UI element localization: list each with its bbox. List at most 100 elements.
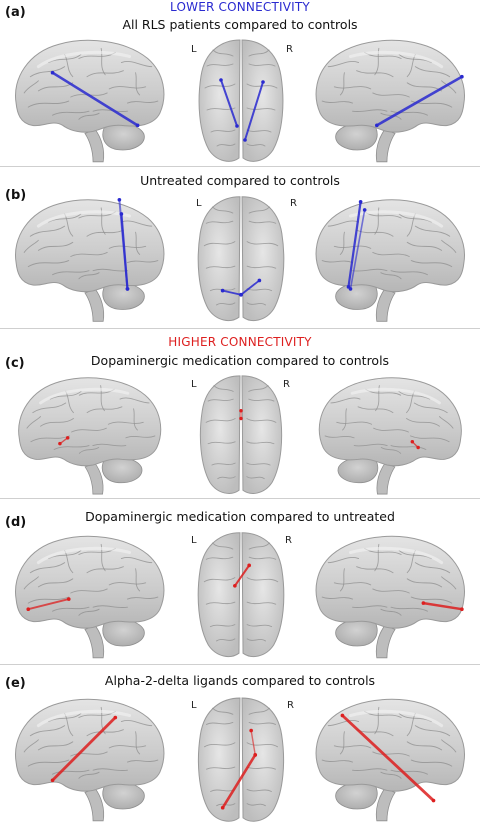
connectivity-edge — [233, 564, 251, 587]
brain-render — [197, 697, 285, 822]
connectivity-node — [247, 563, 252, 568]
cerebrum — [315, 698, 466, 792]
hemisphere — [197, 697, 241, 822]
connectivity-node — [235, 124, 239, 128]
sulcus — [246, 302, 266, 306]
cerebellum — [102, 282, 145, 310]
sulcus — [441, 739, 457, 753]
brain-render — [197, 532, 285, 658]
sulcus — [133, 408, 138, 431]
sulcus — [70, 751, 108, 757]
connectivity-node — [58, 441, 62, 446]
sulcus — [342, 408, 347, 431]
brain-render — [315, 39, 466, 163]
connectivity-node — [249, 728, 253, 733]
sulcus — [327, 720, 360, 727]
connectivity-edge — [349, 209, 366, 290]
connectivity-node — [119, 212, 124, 216]
sulcus — [321, 759, 353, 763]
sulcus — [27, 759, 70, 767]
cerebrum — [18, 377, 162, 467]
sulcus — [205, 556, 234, 560]
connectivity-node — [233, 583, 237, 588]
connectivity-edge — [221, 753, 257, 810]
cerebellum — [335, 123, 378, 151]
cerebellum — [335, 282, 378, 310]
sulcus — [246, 803, 266, 807]
sulcus — [248, 385, 269, 392]
sulcus — [211, 206, 234, 214]
sulcus — [29, 725, 66, 737]
sulcus — [439, 416, 454, 429]
sulcus — [339, 568, 345, 592]
sulcus — [92, 443, 127, 447]
sulcus — [333, 245, 372, 249]
sulcus — [352, 605, 388, 609]
sulcus — [212, 49, 234, 57]
sulcus — [92, 109, 128, 113]
panel-title-a: All RLS patients compared to controls — [122, 17, 358, 32]
sulcus — [380, 447, 402, 454]
sulcus — [441, 576, 457, 590]
brainstem — [375, 128, 396, 163]
sulcus — [246, 143, 266, 147]
connectivity-node — [239, 292, 243, 297]
left-marker: L — [191, 700, 197, 711]
connectivity-node — [340, 713, 345, 718]
brain-axial-e — [192, 694, 290, 826]
brainstem — [84, 787, 105, 822]
sulcus — [211, 462, 236, 466]
brainstem — [84, 288, 105, 322]
sulcus — [48, 550, 82, 560]
connectivity-node — [348, 287, 353, 291]
highlight — [348, 546, 444, 565]
right-marker: R — [287, 700, 294, 711]
sulcus — [37, 241, 74, 251]
sulcus — [206, 766, 236, 770]
brain-render — [14, 197, 165, 322]
sulcus — [119, 397, 150, 404]
cerebrum — [14, 535, 165, 629]
sulcus — [406, 418, 440, 427]
sulcus — [204, 83, 236, 89]
hemisphere — [197, 532, 241, 658]
connectivity-edge — [27, 598, 70, 611]
sulcus — [23, 80, 39, 94]
brain-render — [18, 377, 162, 495]
hemisphere — [241, 697, 285, 822]
sulcus — [373, 427, 409, 433]
connectivity-edge — [240, 279, 261, 296]
sulcus — [37, 578, 74, 588]
sulcus — [248, 398, 275, 402]
hemisphere — [197, 196, 241, 322]
sulcus — [398, 213, 432, 223]
sulcus — [52, 769, 90, 775]
sulcus — [23, 739, 39, 753]
brainstem — [84, 624, 105, 659]
brain-left-lateral-a — [8, 32, 170, 164]
sulcus — [78, 771, 100, 779]
sulcus — [78, 112, 100, 120]
panel-title-b: Untreated compared to controls — [140, 173, 340, 188]
hemisphere — [241, 39, 284, 162]
sulcus — [108, 745, 147, 749]
sulcus — [52, 110, 90, 116]
brainstem — [84, 128, 105, 163]
sulcus — [248, 206, 271, 214]
cerebellum — [102, 619, 145, 647]
connectivity-node — [460, 607, 464, 612]
sulcus — [78, 608, 100, 616]
sulcus — [324, 435, 355, 439]
connectivity-node — [257, 278, 262, 283]
sulcus — [339, 731, 345, 755]
sulcus — [406, 578, 443, 588]
sulcus — [246, 476, 265, 480]
sulcus — [321, 260, 353, 264]
brain-render — [198, 39, 284, 162]
sulcus — [380, 608, 402, 616]
brainstem — [375, 787, 396, 822]
sulcus — [207, 441, 236, 445]
sulcus — [37, 741, 74, 751]
sulcus — [120, 61, 153, 68]
highlight — [348, 50, 444, 69]
